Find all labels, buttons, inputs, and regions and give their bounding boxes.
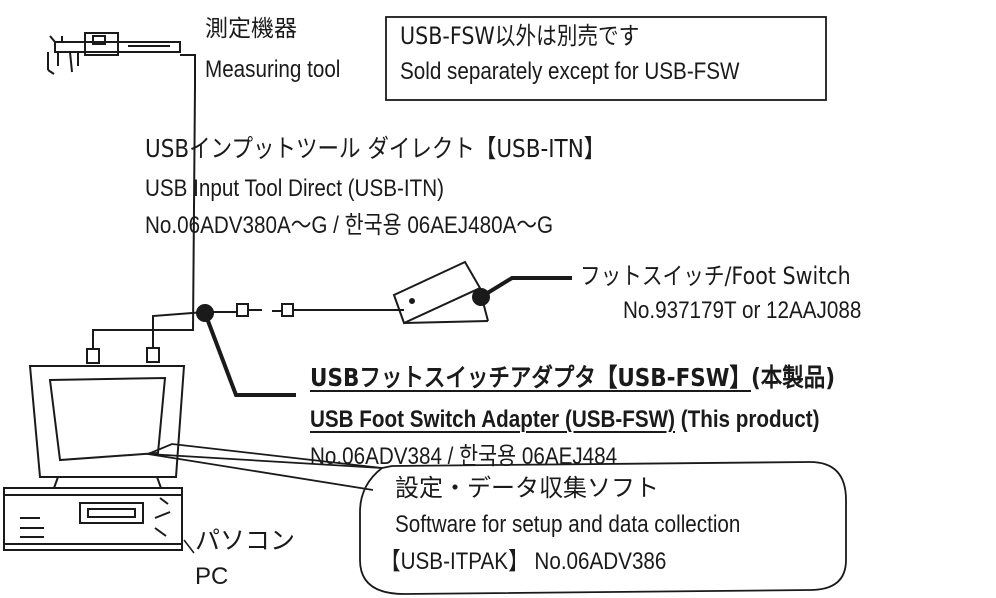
pc-label-en: PC (195, 563, 229, 590)
pc-label-jp: パソコン (195, 526, 296, 555)
pc-icon (3, 365, 186, 551)
measuring-tool-label-en: Measuring tool (205, 56, 341, 83)
fsw-title-jp: USBフットスイッチアダプタ【USB-FSW】(本製品) (310, 365, 835, 390)
fsw-title-en: USB Foot Switch Adapter (USB-FSW) (This … (310, 408, 819, 432)
caliper-icon (47, 32, 181, 75)
foot-switch-icon (392, 260, 572, 325)
measuring-tool-label-jp: 測定機器 (205, 16, 297, 42)
fsw-part-numbers: No.06ADV384 / 한국용 06AEJ484 (310, 443, 618, 470)
note-line-jp: USB-FSW以外は別売です (400, 22, 640, 50)
software-callout-border (144, 443, 847, 595)
software-title-en: Software for setup and data collection (395, 511, 741, 538)
fsw-title-en-suffix: (This product) (675, 406, 820, 433)
itn-part-numbers: No.06ADV380A〜G / 한국용 06AEJ480A〜G (145, 212, 554, 239)
pc-label-leader (183, 539, 195, 554)
fsw-cable (146, 303, 404, 397)
fsw-title-en-main: USB Foot Switch Adapter (USB-FSW) (310, 406, 676, 433)
itn-title-en: USB Input Tool Direct (USB-ITN) (145, 175, 444, 202)
foot-switch-label: フットスイッチ/Foot Switch (580, 262, 851, 290)
fsw-title-jp-main: USBフットスイッチアダプタ【USB-FSW】 (310, 363, 751, 392)
note-line-en: Sold separately except for USB-FSW (400, 58, 740, 85)
itn-usb-plug (86, 348, 100, 364)
note-box (385, 16, 827, 101)
software-part-number: 【USB-ITPAK】 No.06ADV386 (380, 548, 667, 575)
software-title-jp: 設定・データ収集ソフト (395, 474, 659, 502)
foot-switch-part-number: No.937179T or 12AAJ088 (623, 297, 862, 324)
itn-title-jp: USBインプットツール ダイレクト【USB-ITN】 (145, 134, 606, 163)
fsw-title-jp-suffix: (本製品) (750, 363, 836, 392)
itn-cable (92, 54, 196, 350)
